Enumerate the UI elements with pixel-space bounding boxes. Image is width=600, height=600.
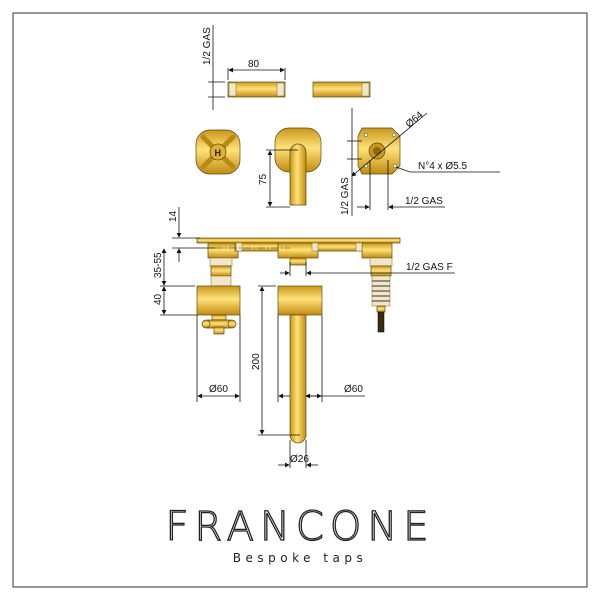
handle-diameter-label: Ø60: [209, 384, 228, 395]
pipe-gas-label: 1/2 GAS: [202, 27, 213, 65]
diverter-diameter-label: Ø64: [404, 109, 426, 130]
brand-logo: FRANCONE Bespoke taps: [165, 503, 434, 565]
wall-depth-label: 35-55: [153, 252, 164, 278]
spout-length-label: 200: [251, 353, 262, 370]
hot-indicator-label: H: [215, 148, 222, 158]
spout-rosette-diameter-label: Ø60: [344, 384, 363, 395]
frame-border: [12, 12, 588, 588]
diverter-gas-vertical-label: 1/2 GAS: [340, 177, 351, 215]
brand-tagline: Bespoke taps: [233, 551, 367, 565]
spout-front-view: 75: [258, 127, 322, 208]
spout-diameter-label: Ø26: [290, 454, 309, 465]
side-section-view: 14 35-55 40 200 Ø60 Ø60 Ø26 1/2 GAS F: [153, 207, 455, 468]
pipe-view: 1/2 GAS 80: [202, 25, 371, 110]
brand-name: FRANCONE: [165, 504, 434, 550]
handle-front-view: H: [195, 129, 241, 175]
diverter-plate-view: Ø64 N°4 x Ø5.5 1/2 GAS 1/2 GAS: [340, 108, 500, 216]
diverter-gas-horizontal-label: 1/2 GAS: [405, 196, 443, 207]
spout-height-label: 75: [258, 173, 269, 185]
outlet-gas-label: 1/2 GAS F: [406, 262, 453, 273]
holes-label: N°4 x Ø5.5: [418, 161, 467, 172]
pipe-length-label: 80: [248, 59, 260, 70]
plate-thickness-label: 14: [168, 210, 179, 222]
rosette-depth-label: 40: [153, 293, 164, 305]
